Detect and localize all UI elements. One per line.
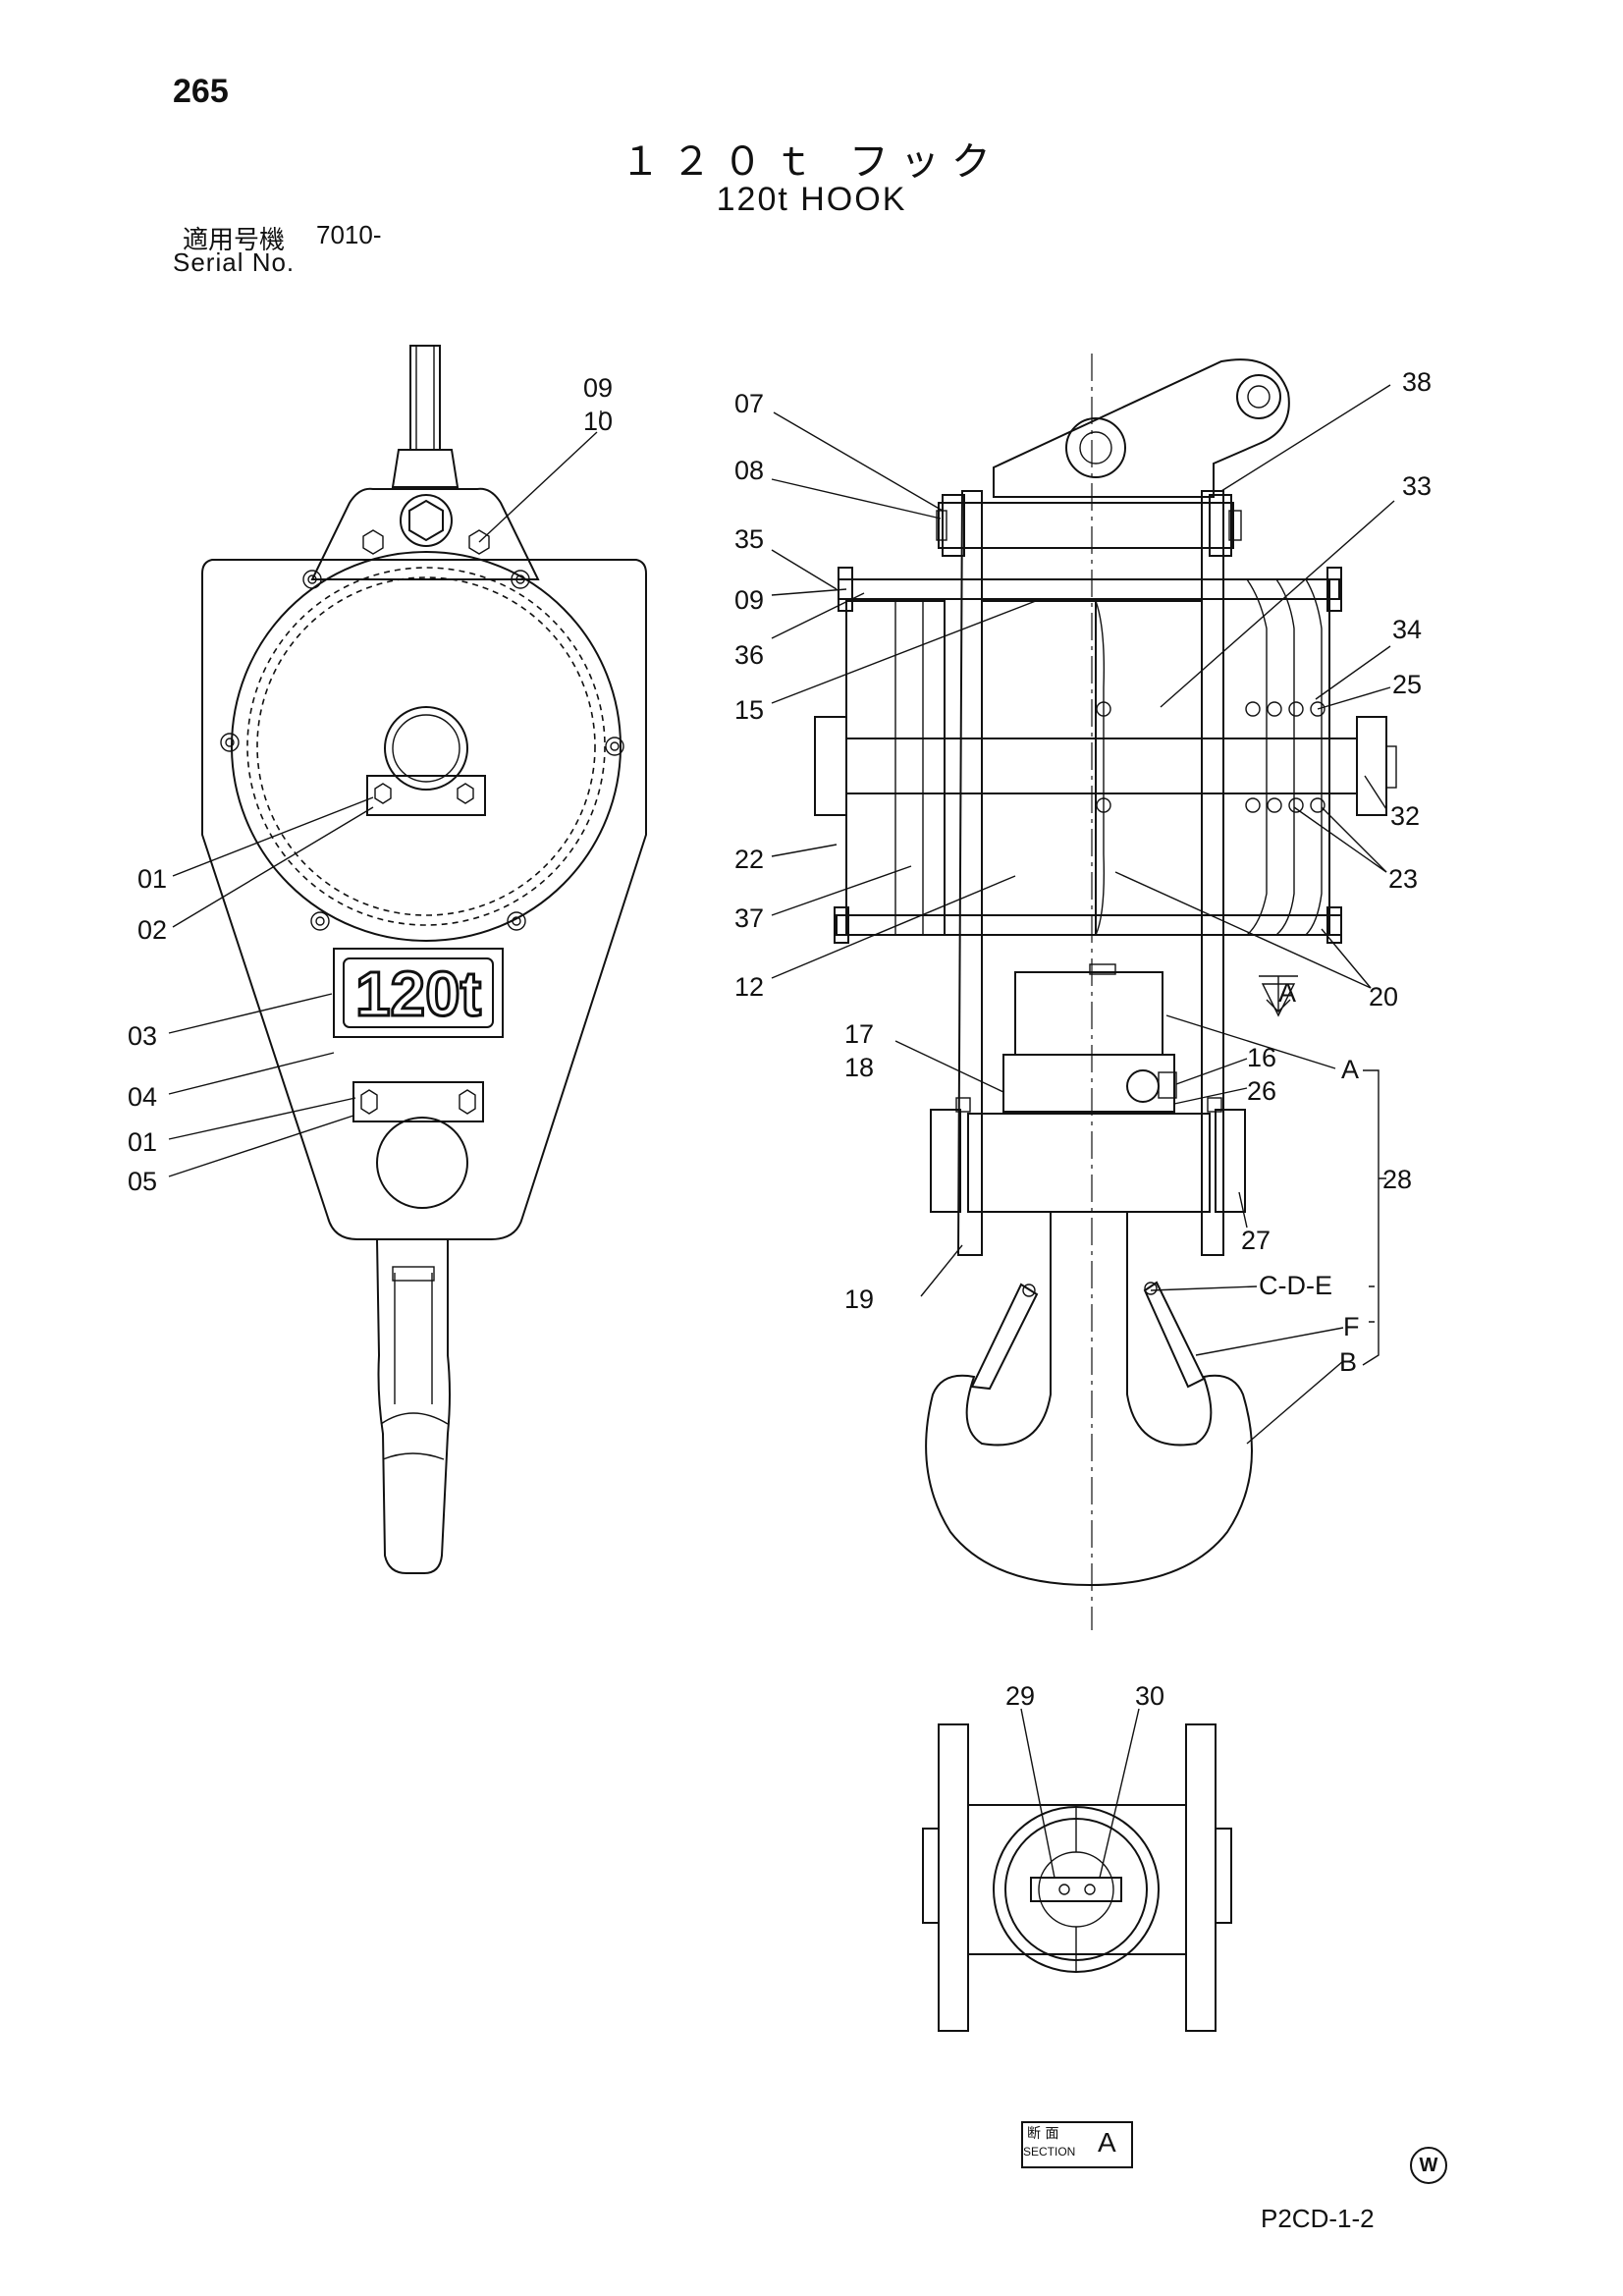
right-sheave-stack bbox=[1222, 578, 1330, 936]
cover-bolts bbox=[220, 570, 624, 931]
shaft-retainer-plate bbox=[366, 775, 486, 816]
section-label-english: SECTION bbox=[1023, 2145, 1076, 2159]
top-pin bbox=[938, 502, 1234, 549]
callout-29: 29 bbox=[1005, 1681, 1035, 1711]
callout-23: 23 bbox=[1388, 864, 1418, 894]
serial-label-english: Serial No. bbox=[173, 247, 296, 277]
top-nut-hex bbox=[408, 499, 444, 542]
sheave-groove bbox=[246, 567, 606, 926]
callout-25: 25 bbox=[1392, 670, 1422, 699]
center-drum bbox=[981, 600, 1097, 936]
sheave-shaft bbox=[384, 706, 468, 791]
callout-01-lower: 01 bbox=[128, 1127, 157, 1157]
page-number: 265 bbox=[173, 73, 229, 110]
callout-27: 27 bbox=[1241, 1226, 1271, 1255]
callout-32: 32 bbox=[1390, 801, 1420, 831]
callout-b: B bbox=[1339, 1347, 1357, 1377]
side-plate-right bbox=[1201, 490, 1224, 1256]
callout-33: 33 bbox=[1402, 471, 1432, 501]
section-crosshead bbox=[967, 1804, 1187, 1955]
callout-22: 22 bbox=[734, 845, 764, 874]
latch-left bbox=[970, 1283, 1039, 1391]
callout-34: 34 bbox=[1392, 615, 1422, 644]
serial-label-japanese: 適用号機 bbox=[183, 226, 286, 255]
callout-28: 28 bbox=[1382, 1165, 1412, 1194]
callout-26: 26 bbox=[1247, 1076, 1276, 1106]
callout-04: 04 bbox=[128, 1082, 157, 1112]
section-label-letter: A bbox=[1098, 2127, 1116, 2158]
plate-text: 120t bbox=[355, 958, 481, 1029]
callout-09-right: 09 bbox=[734, 585, 764, 615]
title-japanese: １２０ｔ フック bbox=[621, 139, 1002, 185]
callout-30: 30 bbox=[1135, 1681, 1164, 1711]
callout-08: 08 bbox=[734, 456, 764, 485]
upper-tie-rod bbox=[838, 578, 1340, 600]
callout-10: 10 bbox=[583, 407, 613, 436]
center-sheave bbox=[1095, 600, 1203, 936]
side-plate-left bbox=[956, 490, 983, 1256]
crosshead bbox=[967, 1113, 1211, 1213]
callout-09-left: 09 bbox=[583, 373, 613, 403]
hook-shank bbox=[376, 1238, 451, 1574]
hook bbox=[925, 1211, 1253, 1587]
shackle-neck bbox=[391, 449, 460, 488]
callout-01-upper: 01 bbox=[137, 864, 167, 894]
callout-19: 19 bbox=[844, 1285, 874, 1314]
name-plate bbox=[333, 948, 504, 1038]
section-label-japanese: 断 面 bbox=[1027, 2126, 1059, 2142]
title-english: 120t HOOK bbox=[716, 181, 907, 218]
lower-pin bbox=[376, 1117, 468, 1209]
cap-bolt-left bbox=[362, 529, 384, 555]
section-key bbox=[1030, 1877, 1122, 1902]
front-view: 120t bbox=[168, 345, 647, 1574]
top-nut bbox=[400, 494, 453, 547]
callout-18: 18 bbox=[844, 1053, 874, 1082]
lower-retainer-plate bbox=[352, 1081, 484, 1122]
serial-number: 7010- bbox=[316, 220, 382, 249]
section-a-view bbox=[922, 1708, 1232, 2032]
grease-fitting bbox=[1126, 1069, 1160, 1103]
callout-20: 20 bbox=[1369, 982, 1398, 1011]
top-link bbox=[993, 358, 1290, 498]
axle-end-left bbox=[814, 716, 847, 816]
callout-12: 12 bbox=[734, 972, 764, 1002]
callout-03: 03 bbox=[128, 1021, 157, 1051]
crosshead-end-left bbox=[930, 1109, 961, 1213]
top-shackle bbox=[409, 345, 441, 451]
side-view bbox=[771, 354, 1397, 1630]
callout-35: 35 bbox=[734, 524, 764, 554]
callout-05: 05 bbox=[128, 1167, 157, 1196]
callout-02: 02 bbox=[137, 915, 167, 945]
drawing-code: P2CD-1-2 bbox=[1261, 2204, 1375, 2233]
callout-37: 37 bbox=[734, 903, 764, 933]
section-arrow-label: A bbox=[1278, 978, 1296, 1008]
callout-labels: 09 10 01 02 03 04 01 05 07 08 35 09 36 1… bbox=[128, 367, 1432, 1711]
cap-bolt-right bbox=[468, 529, 490, 555]
callout-cde: C-D-E bbox=[1259, 1271, 1332, 1300]
bearings bbox=[1096, 701, 1325, 813]
callout-36: 36 bbox=[734, 640, 764, 670]
callout-38: 38 bbox=[1402, 367, 1432, 397]
section-arrow bbox=[1259, 975, 1298, 1013]
circled-code-mark: W bbox=[1410, 2147, 1447, 2184]
section-plate-right bbox=[1185, 1723, 1217, 2032]
callout-a: A bbox=[1341, 1055, 1359, 1084]
sheave-outer bbox=[231, 551, 622, 942]
callout-f: F bbox=[1343, 1312, 1360, 1341]
section-plate-left bbox=[938, 1723, 969, 2032]
callout-17: 17 bbox=[844, 1019, 874, 1049]
axle-end-right bbox=[1356, 716, 1387, 816]
callout-15: 15 bbox=[734, 695, 764, 725]
callout-07: 07 bbox=[734, 389, 764, 418]
section-label-box bbox=[1021, 2121, 1133, 2168]
latch-right bbox=[1143, 1281, 1206, 1389]
callout-16: 16 bbox=[1247, 1043, 1276, 1072]
swivel-housing bbox=[1014, 971, 1163, 1056]
upper-cap bbox=[310, 487, 540, 580]
thrust-bearing-housing bbox=[1002, 1054, 1175, 1113]
crosshead-end-right bbox=[1215, 1109, 1246, 1213]
hook-body bbox=[201, 559, 647, 1240]
lower-tie-rod bbox=[836, 914, 1342, 936]
